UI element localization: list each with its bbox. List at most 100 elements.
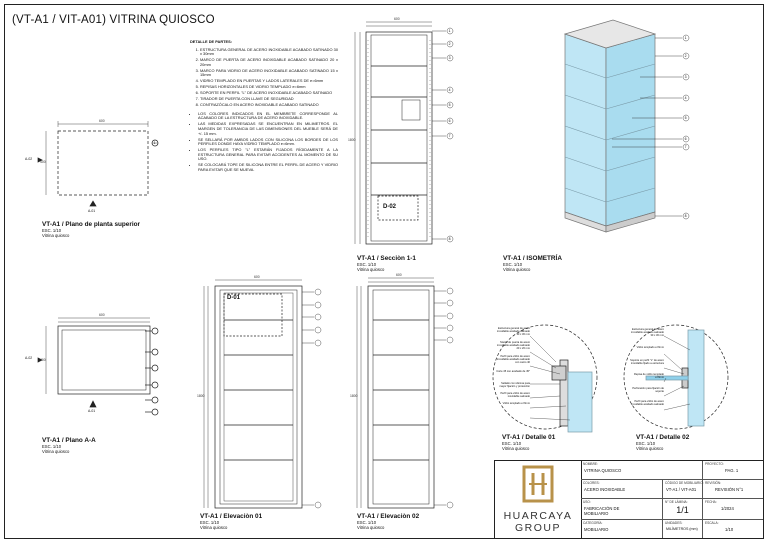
- note-item: SE COLOCARÁ TOPE DE SILICONA ENTRE EL PE…: [198, 163, 338, 172]
- tb-date: FECHA: 1/2024: [703, 499, 763, 520]
- view-subtitle: Vitrina quiosco: [42, 449, 70, 454]
- detail-02-annotations: Estructura general de acero inoxidable a…: [628, 328, 664, 406]
- view-caption-plan-aa: VT-A1 / Plano A-A ESC. 1/10 Vitrina quio…: [42, 437, 96, 454]
- parts-list: ESTRUCTURA GENERAL DE ACERO INOXIDABLE A…: [190, 47, 338, 108]
- section-view: [354, 21, 454, 245]
- detail-note: Corte 45 con acabado de 45°: [496, 370, 530, 373]
- section-marker: A-02: [25, 157, 33, 161]
- view-title: VT-A1 / Plano A-A: [42, 437, 96, 444]
- tb-label: PROYECTO:: [705, 462, 724, 466]
- tb-label: USO:: [583, 500, 591, 504]
- callout-number: 3: [448, 56, 451, 60]
- detail-01-annotations: Estructura general de acero inoxidable a…: [496, 327, 530, 405]
- brand-name: HUARCAYA: [503, 510, 573, 522]
- view-subtitle: Vitrina quiosco: [503, 267, 531, 272]
- tb-units: UNIDADES: MILÍMETROS (mm): [663, 520, 703, 538]
- callout-number: 1: [153, 141, 156, 145]
- note-item: SE SELLARÁ POR AMBOS LADOS CON SILICONA …: [198, 137, 338, 147]
- tb-colors: COLORES: ACERO INOXIDABLE: [581, 480, 663, 499]
- tb-value: ACERO INOXIDABLE: [584, 487, 626, 492]
- dim-plan-aa-width: 600: [99, 313, 105, 317]
- company-logo: HUARCAYA GROUP: [495, 461, 582, 538]
- view-caption-elev2: VT-A1 / Elevaciòn 02 ESC. 1/10 Vitrina q…: [357, 513, 419, 530]
- part-item: SOPORTE EN PERFIL "L" DE ACERO INOXIDABL…: [200, 91, 338, 96]
- view-subtitle: Vitrina quiosco: [200, 525, 228, 530]
- view-title: VT-A1 / Secciòn 1-1: [357, 255, 416, 262]
- title-block: HUARCAYA GROUP NOMBRE: VITRINA QUIOSCO P…: [494, 460, 764, 539]
- callout-number: 7: [684, 145, 687, 149]
- dim-elev1-width: 600: [254, 275, 260, 279]
- callout-number: 8: [684, 214, 687, 218]
- section-marker: A-01: [88, 209, 96, 213]
- callout-1: [151, 139, 159, 147]
- dim-plan-depth: 400: [40, 160, 46, 164]
- part-item: ESTRUCTURA GENERAL DE ACERO INOXIDABLE A…: [200, 47, 338, 57]
- dim-elev2-width: 600: [396, 273, 402, 277]
- tb-value: MILÍMETROS (mm): [666, 527, 698, 531]
- view-caption-detail1: VT-A1 / Detalle 01 ESC. 1/10 Vitrina qui…: [502, 434, 555, 451]
- callout-number: 4: [684, 96, 687, 100]
- tb-label: CATEGORÍA:: [583, 521, 603, 525]
- callout-number: 2: [684, 54, 687, 58]
- tb-value: FABRICACIÓN DE MOBILIARIO: [584, 506, 620, 516]
- dim-section-height: 1800: [348, 138, 356, 142]
- view-title: VT-A1 / Plano de planta superior: [42, 221, 141, 228]
- callout-number: 5: [448, 103, 451, 107]
- view-title: VT-A1 / Detalle 02: [636, 434, 690, 441]
- callout-number: 1: [684, 36, 687, 40]
- view-subtitle: Vitrina quiosco: [357, 525, 385, 530]
- tb-name: NOMBRE: VITRINA QUIOSCO: [581, 461, 703, 480]
- detail-note: Estructura general de acero inoxidable a…: [497, 327, 530, 336]
- callout-number: 1: [448, 29, 451, 33]
- view-subtitle: Vitrina quiosco: [636, 446, 664, 451]
- tb-value: PAG. 1: [725, 468, 739, 473]
- callout-number: 6: [684, 137, 687, 141]
- callout-number: 4: [448, 88, 451, 92]
- tb-label: COLORES:: [583, 481, 600, 485]
- tb-project: PROYECTO: PAG. 1: [703, 461, 763, 480]
- detail-note: Estructura general de acero inoxidable a…: [631, 328, 664, 337]
- note-item: LOS PERFILES TIPO "L" ESTARÁN FIJADOS RÍ…: [198, 147, 338, 162]
- view-caption-detail2: VT-A1 / Detalle 02 ESC. 1/10 Vitrina qui…: [636, 434, 689, 451]
- tb-value: 1/2024: [721, 506, 734, 511]
- brand-name-line2: GROUP: [514, 522, 561, 534]
- detail-tag: D-01: [227, 295, 241, 301]
- tb-value: VT-A1 / VIT-A01: [666, 487, 697, 492]
- logo-mark-icon: [522, 465, 554, 503]
- tb-scale: ESCALA: 1/10: [703, 520, 763, 538]
- view-scale: ESC. 1/10: [502, 441, 522, 446]
- part-item: VIDRIO TEMPLADO EN PUERTAS Y LADOS LATER…: [200, 79, 338, 84]
- view-caption-iso: VT-A1 / ISOMETRÍA ESC. 1/10 Vitrina quio…: [503, 255, 562, 272]
- tb-label: FECHA:: [705, 500, 717, 504]
- plan-top-view: [37, 121, 159, 207]
- tb-revision: REVISIÓN: REVISIÓN N°1: [703, 480, 763, 499]
- view-subtitle: Vitrina quiosco: [502, 446, 530, 451]
- detail-note: Repisa de vidrio templado e=6mm: [634, 373, 664, 379]
- part-item: CONTRAZÓCALO EN ACERO INOXIDABLE ACABADO…: [200, 103, 338, 108]
- note-item: LAS MEDIDAS EXPRESADAS SE ENCUENTRAN EN …: [198, 122, 338, 136]
- callout-number: 5: [684, 116, 687, 120]
- dim-plan-width: 600: [99, 119, 105, 123]
- tb-label: UNIDADES:: [665, 521, 683, 525]
- general-notes: LOS COLORES INDICADOS EN EL MEMBRETE COR…: [190, 111, 338, 173]
- callout-number: 2: [448, 42, 451, 46]
- plan-aa-view: [37, 317, 159, 416]
- view-scale: ESC. 1/10: [636, 441, 656, 446]
- view-scale: ESC. 1/10: [42, 228, 62, 233]
- tb-label: N° DE LÁMINA:: [665, 500, 688, 504]
- tb-value: 1/10: [725, 527, 734, 532]
- section-marker: A-02: [25, 356, 33, 360]
- view-title: VT-A1 / Detalle 01: [502, 434, 556, 441]
- drawing-sheet: [4, 4, 764, 539]
- detail-note: Perfil para vidrio de acero inoxidable s…: [500, 392, 530, 398]
- detail-tag: D-02: [383, 204, 397, 210]
- view-caption-section: VT-A1 / Secciòn 1-1 ESC. 1/10 Vitrina qu…: [357, 255, 416, 272]
- detail-note: Perfil para vidrio de acero inoxidable a…: [497, 355, 530, 364]
- parts-notes: DETALLE DE PARTES: ESTRUCTURA GENERAL DE…: [190, 39, 338, 174]
- tb-sheet-number: N° DE LÁMINA: 1/1: [663, 499, 703, 520]
- view-scale: ESC. 1/10: [200, 520, 220, 525]
- view-subtitle: Vitrina quiosco: [42, 233, 70, 238]
- dim-plan-aa-depth: 400: [40, 358, 46, 362]
